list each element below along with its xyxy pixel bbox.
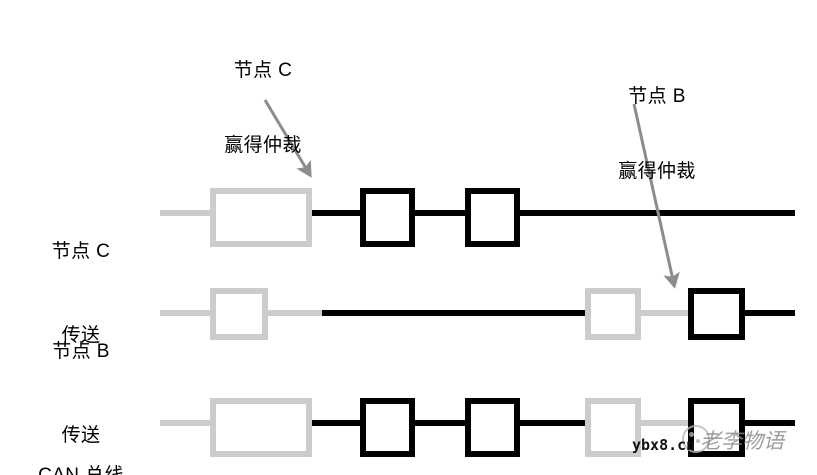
row-label-node-c: 节点 C 传送 [6, 182, 156, 406]
waveform-segment-pulse [688, 398, 745, 457]
waveform-segment-pulse [360, 398, 415, 457]
waveform-segment-pulse [210, 288, 268, 340]
row-label-node-c-line1: 节点 C [51, 241, 111, 262]
row-label-node-b-line2: 传送 [61, 425, 101, 446]
waveform-segment-pulse [688, 288, 745, 340]
annotation-node-b-line2: 赢得仲裁 [618, 161, 696, 182]
row-label-node-b-line1: 节点 B [52, 341, 110, 362]
waveform-row-2 [160, 288, 795, 340]
waveform-segment-pulse [585, 398, 641, 457]
waveform-segment-pulse [360, 188, 415, 247]
row-label-node-c-line2: 传送 [61, 325, 101, 346]
arrow-node-b-icon [632, 103, 680, 289]
annotation-arrow-layer [263, 99, 680, 289]
waveform-segment-pulse [210, 398, 312, 457]
waveform-segment-pulse [465, 398, 520, 457]
waveform-segment-pulse [210, 188, 312, 247]
row-label-node-b: 节点 B 传送 [6, 282, 156, 475]
row-label-can-bus: CAN 总线 [6, 406, 156, 475]
annotation-node-c-wins: 节点 C 赢得仲裁 [188, 8, 338, 208]
waveform-segment-pulse [585, 288, 641, 340]
waveform-row-1 [160, 188, 795, 247]
waveform-layer [160, 188, 795, 457]
annotation-node-c-line1: 节点 C [233, 60, 293, 81]
waveform-row-3 [160, 398, 795, 457]
waveform-segment-pulse [465, 188, 520, 247]
arrow-node-c-icon [263, 99, 312, 178]
annotation-node-b-line1: 节点 B [628, 86, 686, 107]
row-label-can-bus-line1: CAN 总线 [6, 462, 156, 475]
annotation-node-b-wins: 节点 B 赢得仲裁 [582, 34, 732, 234]
annotation-node-c-line2: 赢得仲裁 [224, 135, 302, 156]
